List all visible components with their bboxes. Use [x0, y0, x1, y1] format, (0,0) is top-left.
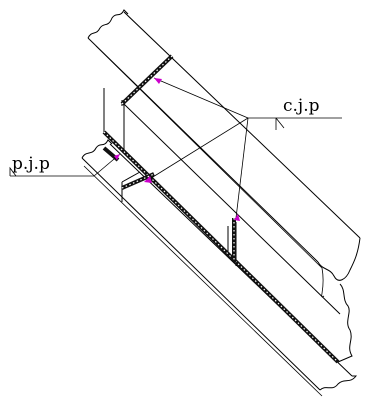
weld-seam-upper-cjp [120, 54, 174, 106]
pjp-arrowhead [114, 154, 120, 160]
web-right-break [337, 283, 353, 363]
upper-flange-thickness [95, 45, 323, 269]
cjp-arrowhead-middle [144, 176, 152, 183]
lower-beam-left-break [81, 139, 113, 159]
cjp-weld-symbol-flag-icon [275, 117, 285, 130]
cjp-leaders [144, 77, 342, 221]
weld-seams [102, 54, 340, 364]
lower-beam-right-break [319, 375, 358, 391]
cjp-arrowhead-upper [154, 78, 162, 84]
upper-beam-right-break-detail [321, 267, 325, 298]
pjp-weld-symbol-flag-icon [9, 166, 17, 177]
lower-beam [81, 139, 358, 397]
upper-flange-top-edge [123, 11, 361, 239]
pjp-leaders [9, 153, 121, 177]
pjp-label: p.j.p [12, 154, 50, 174]
cjp-leader-to-middle [147, 117, 249, 181]
web-plate [103, 88, 353, 363]
weld-seam-long-diagonal-texture [103, 131, 339, 363]
cjp-arrowhead-right [234, 214, 240, 221]
lower-flange-bottom-edge [81, 157, 321, 391]
stiffeners [121, 100, 237, 266]
cjp-leader-to-right [235, 117, 249, 219]
upper-beam-break-line [87, 9, 129, 39]
lower-stiffener-top-edge [121, 171, 141, 183]
web-top-edge [123, 103, 341, 315]
lower-flange-thickness [83, 165, 323, 397]
upper-beam-right-break [317, 237, 361, 281]
cjp-leader-to-upper [153, 77, 249, 119]
upper-beam [87, 9, 361, 298]
cjp-label: c.j.p [283, 96, 320, 116]
weld-seam-middle-cjp-texture [121, 173, 155, 189]
